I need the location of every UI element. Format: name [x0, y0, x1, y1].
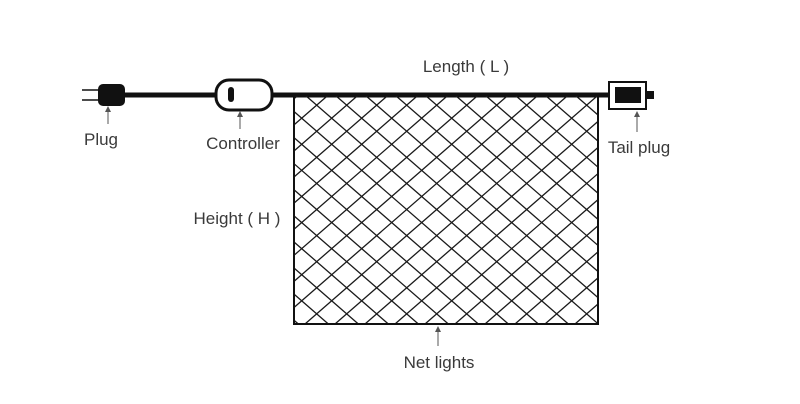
- net-strand: [514, 250, 598, 324]
- net-strand: [574, 95, 598, 116]
- net-strand: [304, 95, 569, 324]
- net-strand: [294, 241, 389, 324]
- net-strand: [294, 95, 479, 257]
- controller-icon: [214, 78, 274, 112]
- net-lights: [293, 94, 800, 325]
- net-strand: [454, 198, 598, 324]
- tail-plug-icon: [608, 81, 654, 110]
- plug-pointer: [105, 106, 111, 124]
- net-lights-label: Net lights: [404, 353, 475, 372]
- net-strand: [574, 303, 598, 324]
- tail-plug-pointer: [634, 111, 640, 132]
- net-strand: [294, 95, 389, 178]
- net-strand: [364, 120, 598, 324]
- net-frame: [293, 94, 599, 325]
- net-strand: [514, 95, 598, 169]
- net-strand: [294, 215, 419, 324]
- net-strand: [394, 146, 598, 324]
- controller-pointer: [237, 111, 243, 129]
- controller-label: Controller: [206, 134, 280, 153]
- net-strand: [544, 277, 598, 324]
- tail-plug-label: Tail plug: [608, 138, 670, 157]
- net-strand: [294, 95, 449, 231]
- plug-label: Plug: [84, 130, 118, 149]
- net-strand: [294, 95, 539, 309]
- net-strand: [544, 95, 598, 142]
- plug-icon: [82, 84, 125, 106]
- net-strand: [484, 224, 598, 324]
- net-strand: [294, 95, 509, 283]
- height-label: Height ( H ): [194, 209, 281, 228]
- net-strand: [605, 95, 800, 324]
- net-strand: [605, 95, 800, 324]
- net-strand: [294, 267, 359, 324]
- net-lights-pointer: [435, 326, 441, 346]
- net-strand: [334, 95, 598, 324]
- net-strand: [424, 172, 598, 324]
- length-label: Length ( L ): [423, 57, 509, 76]
- net-strand: [294, 95, 359, 152]
- net-strand: [484, 95, 598, 195]
- net-strand: [294, 95, 419, 204]
